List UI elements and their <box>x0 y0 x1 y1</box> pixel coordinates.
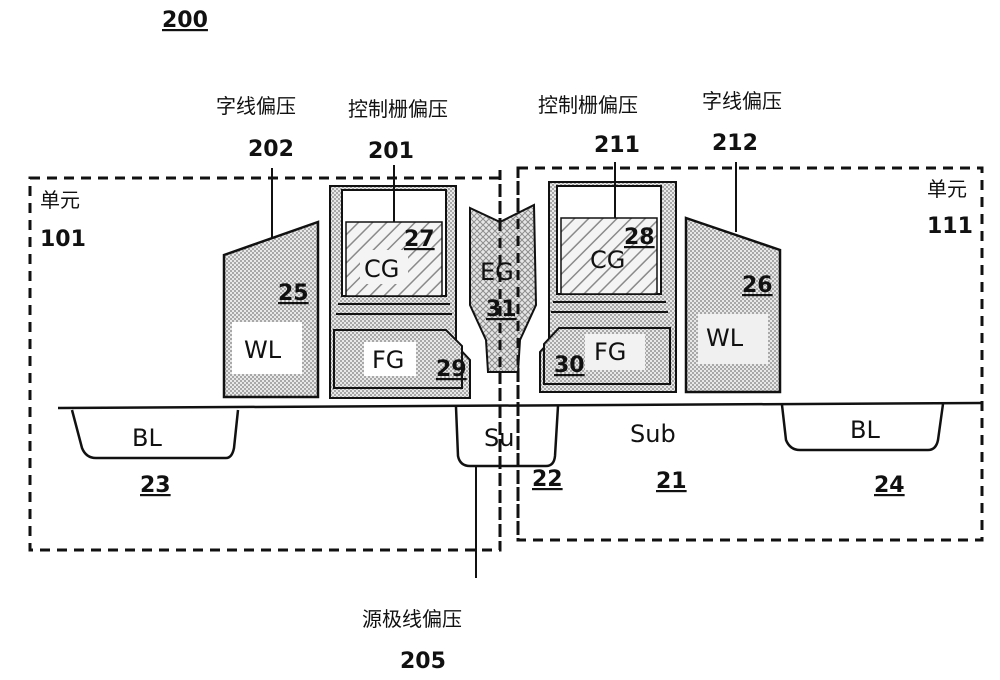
cg-left-bias-text: 控制栅偏压 <box>348 97 448 121</box>
wl-left-bias-text: 字线偏压 <box>216 94 296 118</box>
bl-left-label: BL <box>132 424 162 452</box>
bitline-diffusion-right <box>780 403 945 452</box>
wl-left-bias-number: 202 <box>248 137 294 162</box>
eg-number: 31 <box>486 297 517 322</box>
su-number: 22 <box>532 467 563 492</box>
cell-right-number: 111 <box>927 214 973 239</box>
source-bias-text: 源极线偏压 <box>362 607 462 631</box>
figure-number: 200 <box>162 8 208 33</box>
source-bias-number: 205 <box>400 649 446 674</box>
su-label: Su <box>484 424 514 452</box>
cg-right-number: 28 <box>624 225 655 250</box>
wordline-right-label-bg <box>698 314 768 364</box>
fg-left-label: FG <box>372 346 404 374</box>
cell-left-number: 101 <box>40 227 86 252</box>
erase-gate <box>469 203 538 373</box>
bl-right-number: 24 <box>874 473 905 498</box>
cg-left-bias-number: 201 <box>368 139 414 164</box>
wl-right-bias-text: 字线偏压 <box>702 89 782 113</box>
cg-right-label: CG <box>590 246 625 274</box>
wl-right-bias-number: 212 <box>712 131 758 156</box>
wl-right-label: WL <box>706 324 744 352</box>
bl-left-number: 23 <box>140 473 171 498</box>
cg-left-label: CG <box>364 255 399 283</box>
sub-label: Sub <box>630 420 676 448</box>
cell-left-label: 单元 <box>40 188 80 212</box>
cg-right-bias-text: 控制栅偏压 <box>538 93 638 117</box>
eg-label: EG <box>480 258 514 286</box>
cg-left-label-bg <box>360 250 408 284</box>
substrate-surface <box>57 401 983 410</box>
fg-right-label: FG <box>594 338 626 366</box>
cg-right-bias-number: 211 <box>594 133 640 158</box>
bitline-diffusion-left <box>70 409 240 460</box>
wl-left-label: WL <box>244 336 282 364</box>
cell-right-label: 单元 <box>927 177 967 201</box>
wl-right-number: 26 <box>742 273 773 298</box>
fg-left-number: 29 <box>436 357 467 382</box>
control-gate-right-fill <box>560 217 658 295</box>
wordline-gate-right <box>684 216 782 394</box>
wordline-left-label-bg <box>232 322 302 374</box>
cg-left-number: 27 <box>404 227 435 252</box>
bl-right-label: BL <box>850 416 880 444</box>
fg-right-number: 30 <box>554 353 585 378</box>
fg-left-label-bg <box>364 342 416 376</box>
fg-right-label-bg <box>585 334 645 370</box>
wl-left-number: 25 <box>278 281 309 306</box>
sub-number: 21 <box>656 469 687 494</box>
source-diffusion <box>454 405 560 468</box>
